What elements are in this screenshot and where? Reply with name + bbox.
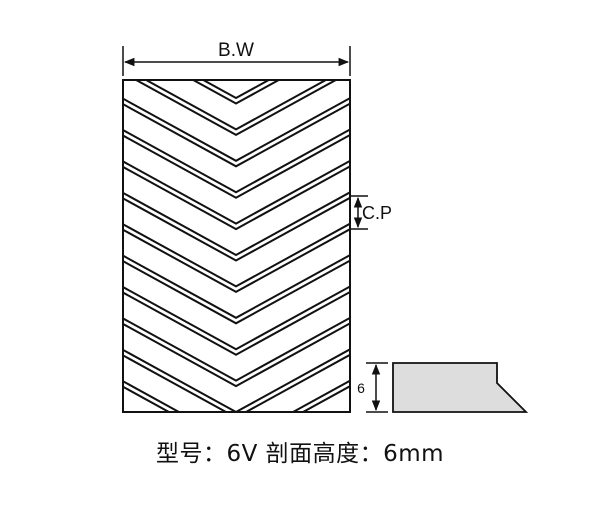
chevron-line <box>123 159 350 225</box>
bw-label: B.W <box>218 40 254 61</box>
chevron-line <box>201 80 271 100</box>
chevron-line <box>123 290 350 356</box>
belt-width-dimension: B.W <box>122 40 351 76</box>
pitch-dimension: C.P <box>351 195 392 230</box>
chevron-line <box>123 322 350 388</box>
chevron-line <box>123 228 350 294</box>
chevron-line <box>123 348 350 412</box>
chevron-line <box>123 191 350 257</box>
h-label: 6 <box>357 380 365 396</box>
cleat-profile <box>392 362 529 413</box>
chevron-line <box>123 253 350 319</box>
height-dimension: 6 <box>357 362 388 413</box>
chevron-pattern <box>116 0 356 412</box>
caption: 型号：6V 剖面高度：6mm <box>155 441 445 467</box>
chevron-line <box>123 379 350 412</box>
chevron-line <box>123 385 350 412</box>
chevron-line <box>116 0 356 41</box>
chevron-line <box>134 80 338 137</box>
chevron-line <box>123 316 350 382</box>
chevron-line <box>191 80 281 105</box>
chevron-line <box>123 165 350 231</box>
chevron-line <box>144 80 328 131</box>
chevron-line <box>123 128 350 194</box>
chevron-line <box>116 0 356 35</box>
belt-outline <box>122 79 351 413</box>
chevron-line <box>123 133 350 199</box>
chevron-line <box>123 102 350 168</box>
chevron-line <box>123 353 350 412</box>
chevron-line <box>123 285 350 351</box>
chevron-line <box>123 96 350 162</box>
chevron-line <box>123 222 350 288</box>
chevron-line <box>123 196 350 262</box>
cp-label: C.P <box>362 203 392 223</box>
chevron-line <box>123 259 350 325</box>
